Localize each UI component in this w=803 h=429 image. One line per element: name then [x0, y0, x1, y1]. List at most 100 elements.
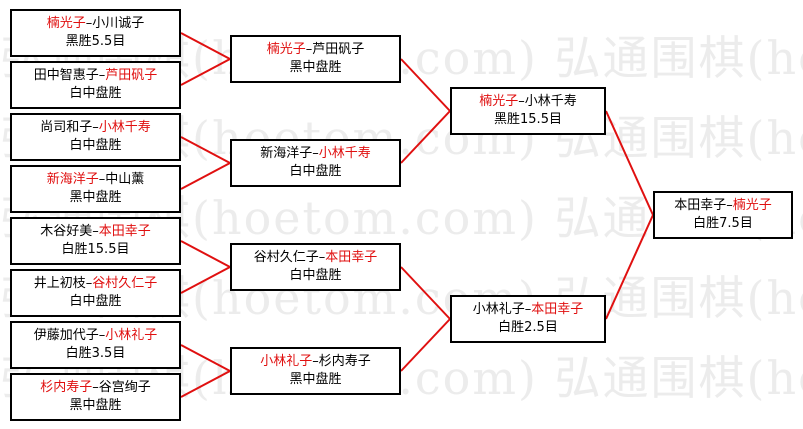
player-name: 谷村久仁子	[92, 276, 158, 291]
versus-separator: –	[312, 146, 319, 161]
connector-line	[400, 110, 451, 164]
connector-line	[605, 110, 654, 216]
player-name: 芦田矾子	[312, 42, 365, 57]
versus-separator: –	[92, 224, 99, 239]
player-name: 田中智惠子	[33, 68, 99, 83]
connector-line	[180, 266, 231, 294]
connector-line	[180, 32, 231, 60]
match-players: 本田幸子–楠光子	[674, 197, 772, 215]
match-box[interactable]: 楠光子–芦田矾子 黑中盘胜	[230, 35, 401, 83]
connector-line	[180, 240, 231, 268]
match-result: 黑中盘胜	[289, 372, 342, 387]
connector-line	[400, 58, 451, 112]
versus-separator: –	[524, 302, 532, 317]
versus-separator: –	[305, 42, 313, 57]
match-players: 楠光子–小林千寿	[479, 93, 577, 111]
match-box[interactable]: 新海洋子–小林千寿 白中盘胜	[230, 139, 401, 187]
versus-separator: –	[92, 380, 99, 395]
match-result: 白胜2.5目	[498, 320, 558, 335]
player-name: 楠光子	[266, 42, 306, 57]
connector-line	[400, 318, 451, 372]
match-result: 白中盘胜	[289, 164, 342, 179]
versus-separator: –	[726, 198, 733, 213]
player-name: 小林礼子	[472, 302, 525, 317]
player-name: 木谷好美	[40, 224, 93, 239]
match-box[interactable]: 小林礼子–本田幸子 白胜2.5目	[450, 295, 606, 343]
match-players: 木谷好美–本田幸子	[40, 223, 151, 241]
match-box[interactable]: 田中智惠子–芦田矾子 白中盘胜	[10, 61, 181, 109]
match-players: 楠光子–芦田矾子	[267, 41, 365, 59]
connector-line	[180, 58, 231, 86]
player-name: 小川诚子	[92, 16, 145, 31]
versus-separator: –	[98, 328, 106, 343]
match-box[interactable]: 小林礼子–杉内寿子 黑中盘胜	[230, 347, 401, 395]
player-name: 杉内寿子	[318, 354, 371, 369]
player-name: 芦田矾子	[105, 68, 158, 83]
match-box[interactable]: 杉内寿子–谷宫绚子 黑中盘胜	[10, 373, 181, 421]
player-name: 楠光子	[732, 198, 772, 213]
player-name: 伊藤加代子	[33, 328, 99, 343]
versus-separator: –	[518, 94, 525, 109]
match-box[interactable]: 楠光子–小林千寿 黑胜15.5目	[450, 87, 606, 135]
player-name: 尚司和子	[40, 120, 93, 135]
connector-line	[180, 136, 231, 164]
match-result: 白中盘胜	[289, 268, 342, 283]
match-players: 谷村久仁子–本田幸子	[254, 249, 378, 267]
match-box[interactable]: 井上初枝–谷村久仁子 白中盘胜	[10, 269, 181, 317]
match-result: 黑中盘胜	[69, 190, 122, 205]
match-players: 井上初枝–谷村久仁子	[34, 275, 158, 293]
player-name: 小林千寿	[524, 94, 577, 109]
match-players: 尚司和子–小林千寿	[40, 119, 151, 137]
match-result: 黑胜5.5目	[65, 34, 126, 49]
versus-separator: –	[85, 276, 93, 291]
match-result: 白胜3.5目	[65, 346, 126, 361]
match-players: 新海洋子–中山薰	[47, 171, 145, 189]
match-result: 黑中盘胜	[289, 60, 342, 75]
versus-separator: –	[92, 120, 99, 135]
versus-separator: –	[318, 250, 326, 265]
versus-separator: –	[98, 172, 106, 187]
match-players: 新海洋子–小林千寿	[260, 145, 371, 163]
match-box[interactable]: 新海洋子–中山薰 黑中盘胜	[10, 165, 181, 213]
player-name: 小林千寿	[98, 120, 151, 135]
match-box[interactable]: 谷村久仁子–本田幸子 白中盘胜	[230, 243, 401, 291]
player-name: 本田幸子	[531, 302, 584, 317]
match-box[interactable]: 尚司和子–小林千寿 白中盘胜	[10, 113, 181, 161]
player-name: 小林礼子	[105, 328, 158, 343]
player-name: 新海洋子	[46, 172, 99, 187]
player-name: 楠光子	[479, 94, 519, 109]
player-name: 井上初枝	[33, 276, 86, 291]
match-result: 白中盘胜	[69, 138, 122, 153]
player-name: 小林礼子	[260, 354, 313, 369]
connector-line	[605, 214, 654, 320]
match-box[interactable]: 楠光子–小川诚子 黑胜5.5目	[10, 9, 181, 57]
final-match-box[interactable]: 本田幸子–楠光子 白胜7.5目	[653, 191, 793, 239]
versus-separator: –	[85, 16, 93, 31]
match-players: 田中智惠子–芦田矾子	[34, 67, 158, 85]
match-box[interactable]: 伊藤加代子–小林礼子 白胜3.5目	[10, 321, 181, 369]
match-players: 楠光子–小川诚子	[47, 15, 145, 33]
player-name: 本田幸子	[674, 198, 727, 213]
player-name: 小林千寿	[318, 146, 371, 161]
connector-line	[180, 370, 231, 398]
match-result: 白中盘胜	[69, 294, 122, 309]
match-players: 杉内寿子–谷宫绚子	[40, 379, 151, 397]
match-box[interactable]: 木谷好美–本田幸子 白胜15.5目	[10, 217, 181, 265]
player-name: 杉内寿子	[40, 380, 93, 395]
connector-line	[180, 162, 231, 190]
match-result: 黑中盘胜	[69, 398, 122, 413]
match-players: 小林礼子–杉内寿子	[260, 353, 371, 371]
player-name: 新海洋子	[260, 146, 313, 161]
match-players: 小林礼子–本田幸子	[473, 301, 584, 319]
match-result: 白胜15.5目	[61, 242, 130, 257]
player-name: 楠光子	[46, 16, 86, 31]
versus-separator: –	[312, 354, 319, 369]
connector-line	[180, 344, 231, 372]
match-players: 伊藤加代子–小林礼子	[34, 327, 158, 345]
match-result: 白胜7.5目	[693, 216, 753, 231]
match-result: 白中盘胜	[69, 86, 122, 101]
player-name: 谷宫绚子	[98, 380, 151, 395]
player-name: 中山薰	[105, 172, 145, 187]
player-name: 谷村久仁子	[253, 250, 319, 265]
